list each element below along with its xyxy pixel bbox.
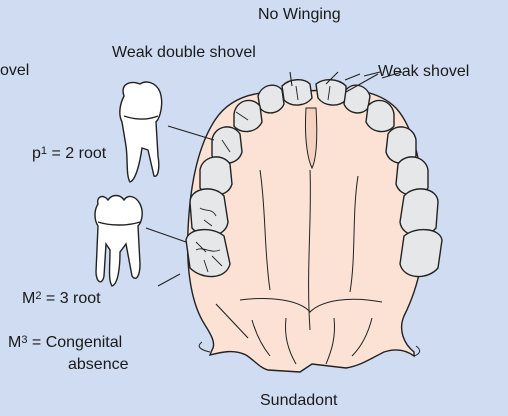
molar-right-1 (400, 189, 438, 236)
label-m2-sup: 2 (35, 290, 41, 302)
molar-right-2 (400, 230, 442, 277)
label-m3-sup: 3 (21, 334, 27, 346)
label-weak-shovel: Weak shovel (378, 63, 469, 81)
canine-right (366, 100, 394, 131)
label-m3: M3 = Congenital (8, 334, 122, 352)
isolated-molar (95, 196, 142, 287)
label-no-winging: No Winging (258, 6, 341, 24)
label-m3-base: M (8, 334, 21, 351)
label-m2-rest: = 3 root (41, 290, 100, 307)
label-p1: p1 = 2 root (32, 145, 106, 163)
incisor-right-central (316, 80, 346, 105)
label-m2-base: M (22, 290, 35, 307)
canine-left (234, 100, 262, 131)
label-p1-sup: 1 (41, 145, 47, 157)
molar-left-1 (190, 189, 228, 236)
label-m3-rest: = Congenital (27, 334, 122, 351)
label-weak-double-shovel: Weak double shovel (112, 44, 256, 62)
label-p1-base: p (32, 145, 41, 162)
label-m2: M2 = 3 root (22, 290, 101, 308)
label-partial-left: ovel (0, 62, 29, 80)
label-m3-line2: absence (68, 356, 129, 374)
label-sundadont: Sundadont (260, 392, 337, 410)
incisor-right-lateral (344, 85, 370, 113)
isolated-premolar (120, 82, 162, 182)
incisor-left-lateral (258, 85, 284, 113)
molar-left-2 (186, 230, 230, 277)
label-p1-rest: = 2 root (47, 145, 106, 162)
